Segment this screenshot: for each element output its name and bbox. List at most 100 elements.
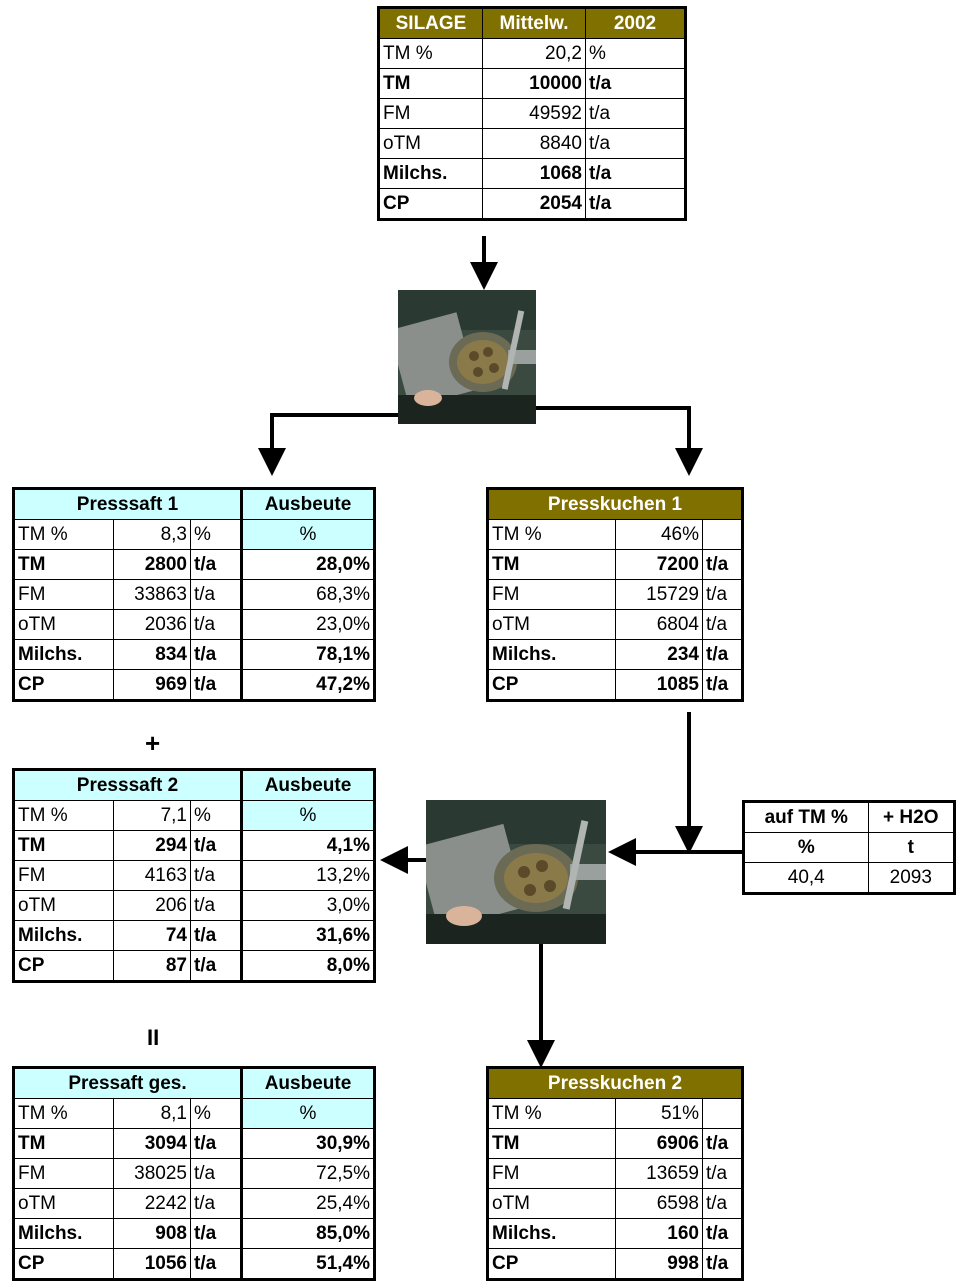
row-value: 2800	[113, 549, 191, 580]
row-unit: t/a	[585, 98, 686, 129]
row-label: TM	[13, 1128, 114, 1159]
arrow-press-to-presskuchen1	[536, 406, 691, 448]
row-label: TM	[487, 549, 616, 580]
table-row: TM %20,2%	[378, 38, 686, 69]
row-unit: t/a	[702, 549, 743, 580]
row-unit: t/a	[190, 1188, 242, 1219]
row-label: FM	[13, 860, 114, 891]
row-yield: %	[240, 1098, 375, 1129]
table-row: TM %8,3%%	[13, 519, 375, 550]
screw-press-photo-1	[398, 290, 536, 424]
table-row: TM %8,1%%	[13, 1098, 375, 1129]
equals-symbol: II	[147, 1025, 160, 1050]
row-value: 2054	[482, 188, 586, 220]
water-value-h2o: 2093	[867, 862, 956, 894]
row-unit: t/a	[585, 158, 686, 189]
row-value: 160	[615, 1218, 703, 1249]
water-subheader-percent: %	[743, 832, 869, 863]
row-label: CP	[13, 950, 114, 982]
row-label: TM %	[378, 38, 483, 69]
row-value: 969	[113, 669, 191, 701]
row-unit: t/a	[190, 579, 242, 610]
row-unit: t/a	[190, 830, 242, 861]
row-value: 13659	[615, 1158, 703, 1189]
row-label: Milchs.	[13, 639, 114, 670]
row-unit: t/a	[190, 1158, 242, 1189]
row-label: FM	[13, 579, 114, 610]
row-unit: t/a	[702, 1128, 743, 1159]
row-unit: t/a	[702, 669, 743, 701]
row-label: oTM	[378, 128, 483, 159]
row-yield: 68,3%	[240, 579, 375, 610]
row-unit: t/a	[585, 68, 686, 99]
row-label: CP	[487, 669, 616, 701]
row-value: 15729	[615, 579, 703, 610]
header-year: 2002	[585, 7, 686, 39]
row-value: 8840	[482, 128, 586, 159]
row-label: TM	[13, 830, 114, 861]
row-yield: %	[240, 519, 375, 550]
row-unit	[702, 519, 743, 550]
presssaft1-title: Presssaft 1	[13, 488, 242, 520]
row-unit: t/a	[190, 920, 242, 951]
row-value: 206	[113, 890, 191, 921]
row-unit: %	[190, 800, 242, 831]
row-unit: t/a	[702, 609, 743, 640]
pressaft-ges-title: Pressaft ges.	[13, 1067, 242, 1099]
row-unit: t/a	[702, 1158, 743, 1189]
row-unit: t/a	[190, 639, 242, 670]
water-subheader-t: t	[867, 832, 956, 863]
row-label: oTM	[487, 1188, 616, 1219]
table-row: TM %46%	[487, 519, 743, 550]
row-value: 1068	[482, 158, 586, 189]
row-yield: 51,4%	[240, 1248, 375, 1280]
row-label: FM	[378, 98, 483, 129]
row-value: 74	[113, 920, 191, 951]
row-unit: t/a	[190, 609, 242, 640]
row-yield: 31,6%	[240, 920, 375, 951]
row-label: Milchs.	[487, 1218, 616, 1249]
row-label: Milchs.	[487, 639, 616, 670]
row-label: TM	[378, 68, 483, 99]
row-value: 87	[113, 950, 191, 982]
row-label: oTM	[487, 609, 616, 640]
row-yield: 30,9%	[240, 1128, 375, 1159]
row-value: 1085	[615, 669, 703, 701]
arrow-press-to-presssaft1	[270, 413, 398, 448]
row-yield: 23,0%	[240, 609, 375, 640]
row-label: oTM	[13, 609, 114, 640]
row-value: 20,2	[482, 38, 586, 69]
row-yield: 3,0%	[240, 890, 375, 921]
row-label: CP	[13, 1248, 114, 1280]
row-value: 7200	[615, 549, 703, 580]
header-silage: SILAGE	[378, 7, 483, 39]
presskuchen1-title: Presskuchen 1	[487, 488, 743, 520]
row-unit: %	[190, 519, 242, 550]
row-value: 33863	[113, 579, 191, 610]
row-value: 8,3	[113, 519, 191, 550]
row-value: 834	[113, 639, 191, 670]
row-value: 8,1	[113, 1098, 191, 1129]
row-label: TM %	[13, 519, 114, 550]
row-label: oTM	[13, 890, 114, 921]
